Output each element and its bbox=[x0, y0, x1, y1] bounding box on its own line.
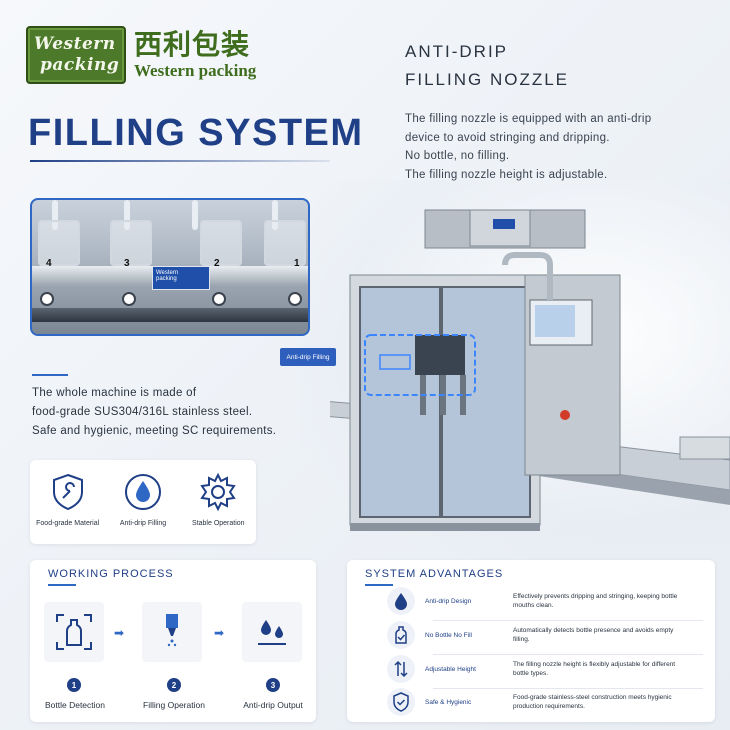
advantage-desc: Effectively prevents dripping and string… bbox=[513, 593, 678, 609]
tube bbox=[272, 200, 278, 230]
logo-chinese-name: 西利包装 bbox=[134, 28, 251, 61]
pressure-gauge-icon bbox=[212, 292, 226, 306]
nozzle-number: 1 bbox=[294, 258, 300, 269]
step-label: Bottle Detection bbox=[44, 700, 105, 710]
step-1-illustration bbox=[44, 602, 104, 662]
pressure-gauge-icon bbox=[288, 292, 302, 306]
logo-english-name: Western packing bbox=[134, 61, 257, 80]
brand-logo: Western packing 西利包装 Western packing bbox=[26, 26, 256, 84]
advantage-icon bbox=[387, 621, 415, 649]
nozzle-desc-line: No bottle, no filling. bbox=[405, 150, 510, 162]
gear-icon bbox=[200, 472, 237, 512]
arrow-right-icon: ➡ bbox=[214, 626, 225, 640]
up-down-arrows-icon bbox=[394, 660, 408, 678]
nozzle-heading-line1: ANTI-DRIP bbox=[405, 42, 508, 61]
shield-wrench-icon bbox=[52, 473, 83, 511]
feature-icons-card: Food-grade Material Anti-drip Filling St… bbox=[30, 460, 256, 544]
nozzle-desc-line: The filling nozzle height is adjustable. bbox=[405, 168, 608, 181]
title-underline bbox=[30, 160, 330, 162]
advantage-desc: Automatically detects bottle presence an… bbox=[513, 627, 674, 643]
arrow-right-icon: ➡ bbox=[114, 626, 125, 640]
step-number-badge: 2 bbox=[167, 678, 181, 692]
divider bbox=[433, 620, 703, 621]
title-underline bbox=[48, 584, 76, 586]
anti-drip-callout-tag: Anti-drip Filling bbox=[280, 348, 336, 366]
step-3-illustration bbox=[242, 602, 302, 662]
step-label: Anti-drip Output bbox=[243, 700, 303, 710]
page-title: FILLING SYSTEM bbox=[28, 112, 364, 154]
material-desc-line: food-grade SUS304/316L stainless steel. bbox=[32, 406, 253, 418]
advantage-icon bbox=[387, 688, 415, 716]
tube bbox=[52, 200, 58, 230]
step-label: Filling Operation bbox=[143, 700, 205, 710]
feature-item: Food-grade Material bbox=[33, 472, 103, 527]
filling-machine-illustration bbox=[330, 209, 730, 531]
base-rail bbox=[32, 308, 308, 322]
system-advantages-card: SYSTEM ADVANTAGES Anti-drip Design Effec… bbox=[347, 560, 715, 722]
advantage-name: Safe & Hygienic bbox=[425, 698, 472, 706]
advantage-name: Anti-drip Design bbox=[425, 597, 472, 605]
material-desc-line: Safe and hygienic, meeting SC requiremen… bbox=[32, 425, 277, 437]
drops-icon bbox=[258, 620, 286, 645]
nozzle-head bbox=[38, 220, 80, 266]
divider bbox=[433, 654, 703, 655]
advantage-desc: The filling nozzle height is flexibly ad… bbox=[513, 661, 676, 677]
feature-item: Anti-drip Filling bbox=[108, 472, 178, 527]
drop-icon bbox=[395, 593, 407, 610]
shield-check-icon bbox=[393, 692, 409, 712]
logo-badge: Western packing bbox=[26, 26, 126, 84]
working-process-card: WORKING PROCESS ➡ ➡ 1 2 3 Bottle Detecti… bbox=[30, 560, 316, 722]
divider bbox=[433, 688, 703, 689]
pressure-gauge-icon bbox=[122, 292, 136, 306]
advantage-row: No Bottle No Fill Automatically detects … bbox=[387, 620, 707, 650]
step-number-badge: 1 bbox=[67, 678, 81, 692]
advantage-row: Adjustable Height The filling nozzle hei… bbox=[387, 654, 707, 684]
title-underline bbox=[365, 584, 393, 586]
material-desc-line: The whole machine is made of bbox=[32, 387, 197, 399]
section-rule bbox=[32, 374, 68, 376]
advantage-name: Adjustable Height bbox=[425, 665, 476, 673]
nameplate-line1: Western bbox=[156, 270, 179, 276]
feature-label: Anti-drip Filling bbox=[119, 520, 167, 527]
nozzle-head bbox=[200, 220, 242, 266]
system-advantages-title: SYSTEM ADVANTAGES bbox=[365, 568, 504, 580]
logo-text-line1: Western bbox=[34, 34, 116, 54]
nameplate-line2: packing bbox=[156, 276, 177, 282]
machine-nameplate: Western packing bbox=[152, 266, 210, 290]
logo-text-line2: packing bbox=[40, 55, 120, 75]
nozzle-desc-line: The filling nozzle is equipped with an a… bbox=[405, 113, 652, 125]
nozzle-icon bbox=[166, 614, 178, 647]
nozzle-head bbox=[264, 220, 306, 266]
advantage-icon bbox=[387, 655, 415, 683]
feature-label: Food-grade Material bbox=[36, 520, 100, 527]
advantage-row: Anti-drip Design Effectively prevents dr… bbox=[387, 586, 707, 616]
advantage-desc: Food-grade stainless-steel construction … bbox=[513, 694, 672, 710]
pressure-gauge-icon bbox=[40, 292, 54, 306]
nozzle-number: 2 bbox=[214, 258, 220, 269]
advantage-icon bbox=[387, 587, 415, 615]
step-number-badge: 3 bbox=[266, 678, 280, 692]
advantage-name: No Bottle No Fill bbox=[425, 631, 472, 639]
nozzle-description: The filling nozzle is equipped with an a… bbox=[405, 110, 651, 184]
nozzle-number: 3 bbox=[124, 258, 130, 269]
nozzle-head bbox=[110, 220, 152, 266]
advantage-row: Safe & Hygienic Food-grade stainless-ste… bbox=[387, 687, 707, 717]
nozzle-heading-line2: FILLING NOZZLE bbox=[405, 70, 570, 89]
bottle-scan-icon bbox=[56, 614, 92, 650]
feature-item: Stable Operation bbox=[183, 472, 253, 527]
tube bbox=[192, 200, 198, 230]
nozzle-heading: ANTI-DRIP FILLING NOZZLE bbox=[405, 38, 569, 94]
nozzle-closeup-photo: 4 3 2 1 Western packing bbox=[30, 198, 310, 336]
nozzle-number: 4 bbox=[46, 258, 52, 269]
step-2-illustration bbox=[142, 602, 202, 662]
nozzle-desc-line: device to avoid stringing and dripping. bbox=[405, 131, 610, 144]
feature-label: Stable Operation bbox=[192, 520, 245, 527]
tube bbox=[124, 200, 130, 230]
bottle-check-icon bbox=[395, 626, 407, 644]
drop-icon bbox=[124, 474, 161, 510]
working-process-title: WORKING PROCESS bbox=[48, 568, 174, 580]
material-description: The whole machine is made of food-grade … bbox=[32, 384, 276, 441]
